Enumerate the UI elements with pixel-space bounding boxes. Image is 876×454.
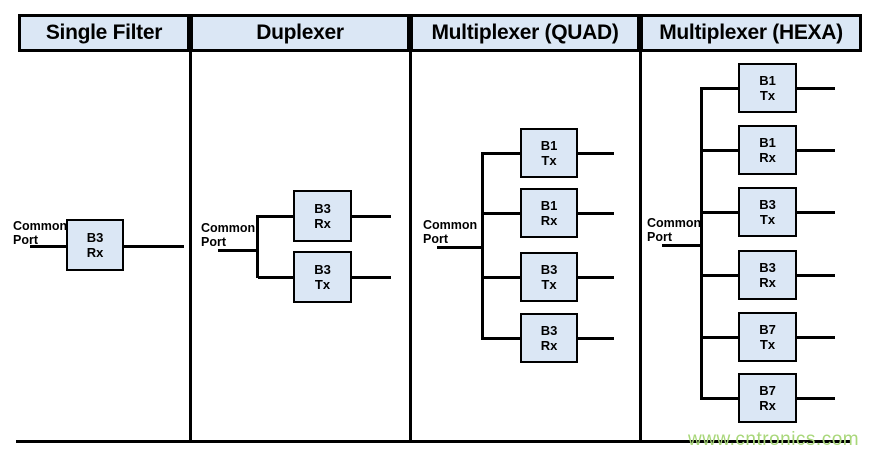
filter-box-band: B1	[759, 135, 776, 150]
common-port-wire	[437, 246, 483, 249]
bottom-border	[16, 440, 851, 443]
branch-wire	[702, 274, 738, 277]
filter-box-path: Tx	[759, 88, 776, 103]
header-duplexer: Duplexer	[190, 14, 410, 52]
branch-wire	[483, 212, 520, 215]
filter-box-path: Tx	[759, 212, 776, 227]
filter-box-band: B3	[759, 260, 776, 275]
output-wire	[578, 152, 614, 155]
output-wire	[797, 274, 835, 277]
filter-box-band: B7	[759, 322, 776, 337]
filter-box-path: Tx	[759, 337, 776, 352]
bus-wire	[256, 215, 259, 278]
output-wire	[578, 212, 614, 215]
bus-wire	[481, 152, 484, 340]
column-divider	[409, 14, 412, 443]
branch-wire	[258, 276, 293, 279]
filter-box-b1-tx: B1 Tx	[738, 63, 797, 113]
filter-box-band: B1	[759, 73, 776, 88]
filter-box-b3-tx: B3 Tx	[293, 251, 352, 303]
branch-wire	[483, 337, 520, 340]
output-wire	[797, 211, 835, 214]
filter-box-b1-rx: B1 Rx	[738, 125, 797, 175]
output-wire	[352, 276, 391, 279]
filter-box-path: Rx	[314, 216, 331, 231]
filter-box-b3-rx: B3 Rx	[293, 190, 352, 242]
filter-box-band: B3	[314, 262, 331, 277]
filter-box-band: B3	[314, 201, 331, 216]
common-port-label: Common Port	[201, 221, 256, 249]
filter-box-path: Rx	[759, 275, 776, 290]
filter-box-band: B3	[86, 230, 104, 245]
common-port-label: Common Port	[13, 219, 68, 247]
column-divider	[639, 14, 642, 443]
output-wire	[797, 87, 835, 90]
filter-box-band: B3	[540, 323, 558, 338]
common-port-wire	[218, 249, 258, 252]
header-multiplexer-hexa: Multiplexer (HEXA)	[640, 14, 862, 52]
filter-box-band: B1	[540, 198, 558, 213]
filter-box-band: B3	[540, 262, 558, 277]
common-port-label: Common Port	[647, 216, 702, 244]
branch-wire	[258, 215, 293, 218]
filter-box-path: Rx	[540, 338, 558, 353]
filter-box-b1-tx: B1 Tx	[520, 128, 578, 178]
filter-box-b3-rx: B3 Rx	[66, 219, 124, 271]
branch-wire	[483, 152, 520, 155]
bus-wire	[700, 87, 703, 400]
header-multiplexer-quad: Multiplexer (QUAD)	[410, 14, 640, 52]
filter-box-path: Tx	[314, 277, 331, 292]
common-port-wire	[662, 244, 702, 247]
output-wire	[578, 337, 614, 340]
filter-box-path: Tx	[541, 277, 557, 292]
filter-box-band: B1	[540, 138, 558, 153]
branch-wire	[702, 336, 738, 339]
common-port-wire	[30, 245, 66, 248]
branch-wire	[483, 276, 520, 279]
output-wire	[352, 215, 391, 218]
output-wire	[797, 336, 835, 339]
filter-box-b7-rx: B7 Rx	[738, 373, 797, 423]
filter-box-band: B3	[759, 197, 776, 212]
column-divider	[189, 14, 192, 443]
filter-box-b3-rx: B3 Rx	[520, 313, 578, 363]
filter-box-b3-tx: B3 Tx	[738, 187, 797, 237]
filter-box-path: Tx	[541, 153, 557, 168]
filter-box-path: Rx	[540, 213, 558, 228]
branch-wire	[702, 149, 738, 152]
header-single-filter: Single Filter	[18, 14, 190, 52]
watermark: www.cntronics.com	[688, 429, 860, 450]
branch-wire	[702, 397, 738, 400]
branch-wire	[702, 211, 738, 214]
filter-box-band: B7	[759, 383, 776, 398]
filter-box-b3-rx: B3 Rx	[738, 250, 797, 300]
output-wire	[797, 149, 835, 152]
output-wire	[124, 245, 184, 248]
filter-box-path: Rx	[759, 150, 776, 165]
output-wire	[578, 276, 614, 279]
output-wire	[797, 397, 835, 400]
filter-box-path: Rx	[86, 245, 104, 260]
filter-box-b1-rx: B1 Rx	[520, 188, 578, 238]
filter-box-b7-tx: B7 Tx	[738, 312, 797, 362]
branch-wire	[702, 87, 738, 90]
common-port-label: Common Port	[423, 218, 478, 246]
filter-box-b3-tx: B3 Tx	[520, 252, 578, 302]
filter-box-path: Rx	[759, 398, 776, 413]
